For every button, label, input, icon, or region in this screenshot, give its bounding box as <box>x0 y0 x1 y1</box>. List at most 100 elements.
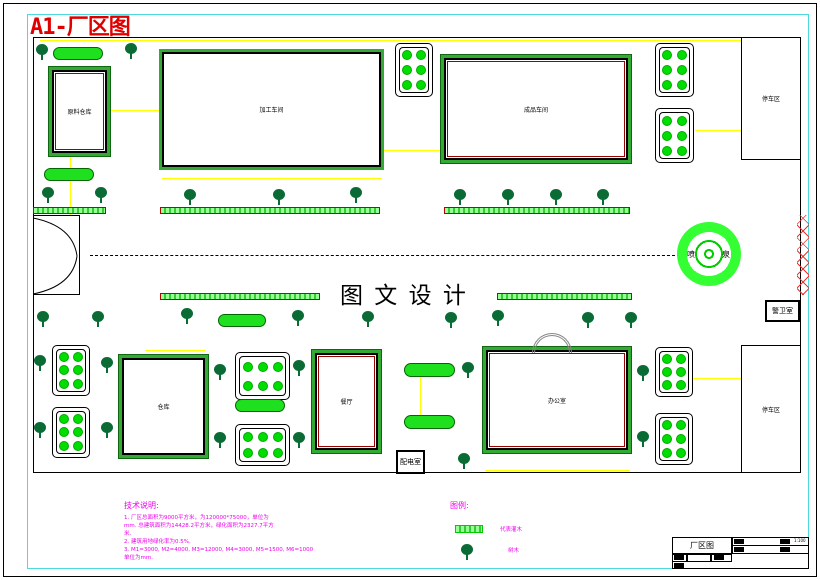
shrub-bed <box>404 415 455 429</box>
title-block-cell <box>687 554 711 562</box>
tree-planter <box>655 108 694 163</box>
title-block-mark <box>714 555 724 560</box>
tree-icon <box>184 189 196 205</box>
shrub-bed <box>44 168 94 181</box>
shrub-bed <box>235 399 285 412</box>
tree-icon <box>95 187 107 203</box>
shrub-bed <box>218 314 266 327</box>
note-line: 1. 厂区总面积为9000平方米，为120000*75000，单位为 <box>124 515 269 521</box>
tree-icon <box>637 365 649 381</box>
main-gate[interactable] <box>32 215 80 295</box>
tree-icon <box>625 312 637 328</box>
title-block-mark <box>780 539 790 544</box>
note-line: 3. M1=3000, M2=4000, M3=12000, M4=3000, … <box>124 547 314 553</box>
title-block-mark <box>734 547 744 552</box>
note-line: mm. 总建筑面积为14428.2平方米，绿化面积为2327.7平方 <box>124 523 274 529</box>
fountain-label: 喷 <box>687 250 695 259</box>
tree-icon <box>362 311 374 327</box>
tree-icon <box>637 431 649 447</box>
building-finished-workshop[interactable]: 成品车间 <box>444 58 628 160</box>
tree-icon <box>462 362 474 378</box>
tree-planter <box>655 347 693 397</box>
dimension-line <box>145 350 205 351</box>
building-office[interactable]: 办公室 <box>486 350 628 450</box>
tree-icon <box>125 43 137 59</box>
dimension-line <box>40 40 800 41</box>
hedge-strip <box>444 207 630 214</box>
watermark-text: 图 文 设 计 <box>340 283 468 309</box>
dimension-line <box>162 178 382 179</box>
drawing-title: A1-厂区图 <box>30 15 131 40</box>
tree-icon <box>36 44 48 60</box>
side-gate[interactable] <box>797 215 809 295</box>
shrub-bed <box>53 47 103 60</box>
building-warehouse[interactable]: 仓库 <box>122 358 205 455</box>
tree-planter <box>235 352 290 400</box>
legend-label: 树木 <box>508 548 520 554</box>
building-label: 停车区 <box>761 406 780 414</box>
title-block-cell <box>672 554 687 562</box>
tree-icon <box>37 311 49 327</box>
outer-frame <box>3 3 817 577</box>
building-label: 餐厅 <box>340 399 353 406</box>
legend-label: 代表灌木 <box>500 527 523 533</box>
tree-icon <box>292 310 304 326</box>
dimension-line <box>384 150 444 151</box>
building-label: 警卫室 <box>772 307 793 315</box>
note-line: 米. <box>124 531 132 537</box>
dimension-line <box>695 130 741 131</box>
tree-icon <box>350 187 362 203</box>
tree-icon <box>273 189 285 205</box>
hedge-strip <box>497 293 632 300</box>
tree-icon <box>550 189 562 205</box>
tree-planter <box>655 43 694 97</box>
building-canteen[interactable]: 餐厅 <box>315 353 378 450</box>
tree-planter <box>655 413 693 465</box>
tree-planter <box>395 43 433 97</box>
building-processing-workshop[interactable]: 加工车间 <box>162 52 381 167</box>
building-raw-warehouse[interactable]: 原料仓库 <box>52 70 107 153</box>
title-block-mark <box>734 539 744 544</box>
tree-planter <box>235 424 290 466</box>
title-block-mark <box>674 555 684 560</box>
hedge-strip <box>160 207 380 214</box>
building-power-room[interactable]: 配电室 <box>396 450 425 474</box>
dimension-line <box>693 378 741 379</box>
note-line: 2. 建筑用地绿化率为0.5%. <box>124 539 191 545</box>
hedge-strip <box>33 207 106 214</box>
tree-icon <box>454 189 466 205</box>
title-block-mark <box>674 563 684 568</box>
tree-icon <box>214 364 226 380</box>
title-block-cell <box>732 545 809 554</box>
building-label: 停车区 <box>761 96 780 103</box>
title-block-mark <box>780 547 790 552</box>
building-label: 原料仓库 <box>67 109 92 116</box>
title-block-cell <box>711 554 732 562</box>
tree-icon <box>181 308 193 324</box>
tree-icon <box>214 432 226 448</box>
building-label: 仓库 <box>157 404 170 411</box>
fountain[interactable]: 喷 泉 <box>677 222 741 286</box>
tree-icon <box>293 360 305 376</box>
parking-area-top[interactable]: 停车区 <box>741 37 801 160</box>
tree-icon <box>34 355 46 371</box>
notes-heading: 技术说明: <box>124 501 159 510</box>
tree-icon <box>458 453 470 469</box>
road-centerline <box>90 255 680 256</box>
drawing-name: 厂区图 <box>690 541 714 550</box>
notes-body: 1. 厂区总面积为9000平方米，为120000*75000，单位为 mm. 总… <box>124 514 314 562</box>
drawing-scale: 1:100 <box>794 538 806 543</box>
shrub-bed <box>404 363 455 377</box>
note-line: 单位为mm. <box>124 555 153 561</box>
dimension-line <box>485 470 630 471</box>
tree-icon <box>92 311 104 327</box>
parking-area-bottom[interactable]: 停车区 <box>741 345 801 473</box>
tree-icon <box>492 310 504 326</box>
tree-icon <box>101 422 113 438</box>
tree-icon <box>42 187 54 203</box>
dimension-line <box>108 110 162 111</box>
building-guard-room[interactable]: 警卫室 <box>765 300 800 322</box>
tree-planter <box>52 407 90 458</box>
building-label: 成品车间 <box>523 106 548 114</box>
tree-icon <box>34 422 46 438</box>
